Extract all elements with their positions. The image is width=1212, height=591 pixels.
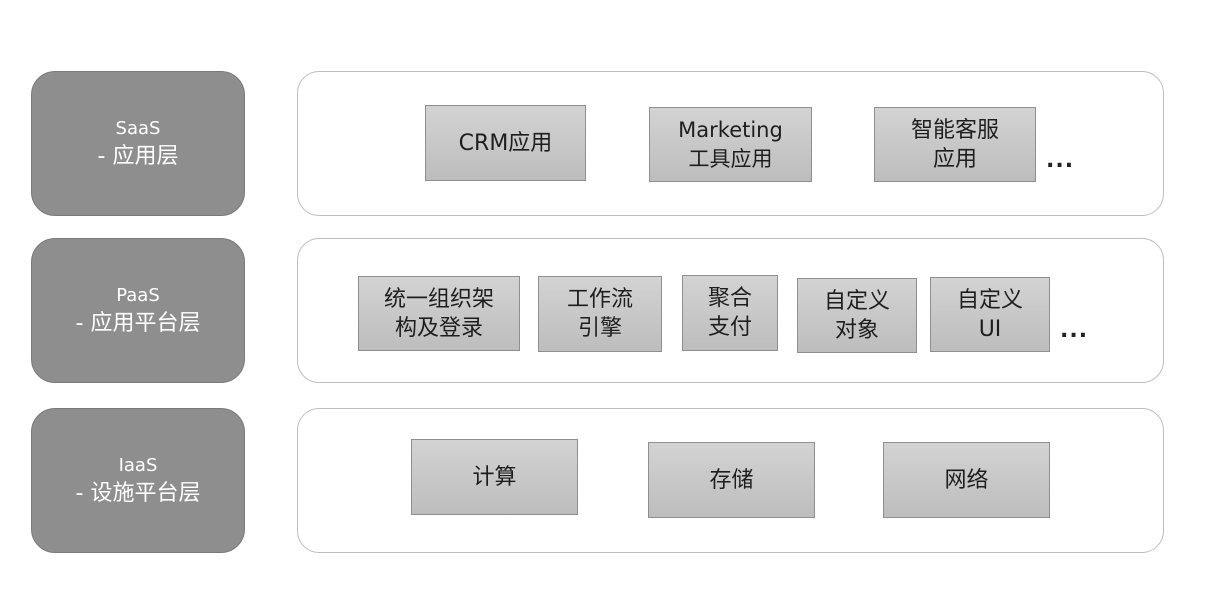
layer-description: - 应用层	[97, 143, 179, 169]
component-label-line1: Marketing	[678, 117, 783, 142]
layer-label-iaas: IaaS - 设施平台层	[31, 408, 245, 553]
component-label-line2: UI	[978, 316, 1002, 342]
component-label: CRM应用	[458, 130, 553, 156]
component-label: 网络	[944, 467, 989, 493]
component-label-line1: 智能客服	[910, 117, 999, 143]
more-ellipsis: ...	[1046, 148, 1075, 173]
layer-label-saas: SaaS - 应用层	[31, 71, 245, 216]
component-compute: 计算	[411, 439, 578, 515]
component-crm: CRM应用	[425, 105, 586, 181]
layer-description: - 应用平台层	[75, 310, 201, 336]
component-aggregated-payment: 聚合 支付	[682, 275, 778, 351]
component-custom-object: 自定义 对象	[797, 278, 917, 353]
component-label-line2: 工具应用	[688, 146, 773, 171]
layer-name: IaaS	[118, 454, 158, 476]
layer-name: SaaS	[115, 117, 161, 139]
component-customer-service: 智能客服 应用	[874, 107, 1036, 182]
component-label: 存储	[709, 467, 754, 493]
more-ellipsis: ...	[1060, 318, 1089, 343]
component-custom-ui: 自定义 UI	[930, 277, 1050, 352]
component-label-line1: 聚合	[707, 286, 752, 311]
component-label-line2: 构及登录	[394, 315, 483, 341]
component-network: 网络	[883, 442, 1050, 518]
component-label-line1: 自定义	[956, 287, 1023, 313]
layer-name: PaaS	[116, 284, 160, 306]
component-label: 计算	[472, 464, 517, 490]
component-unified-org-login: 统一组织架 构及登录	[358, 276, 520, 351]
component-marketing: Marketing 工具应用	[649, 107, 812, 182]
layer-description: - 设施平台层	[75, 480, 201, 506]
component-label-line2: 应用	[932, 146, 977, 172]
component-label-line2: 对象	[834, 317, 879, 343]
component-label-line1: 工作流	[566, 287, 633, 312]
component-workflow-engine: 工作流 引擎	[538, 276, 662, 352]
component-label-line1: 统一组织架	[383, 286, 494, 312]
component-storage: 存储	[648, 442, 815, 518]
component-label-line2: 支付	[707, 315, 752, 340]
component-label-line1: 自定义	[823, 288, 890, 314]
component-label-line2: 引擎	[577, 316, 622, 341]
layer-label-paas: PaaS - 应用平台层	[31, 238, 245, 383]
